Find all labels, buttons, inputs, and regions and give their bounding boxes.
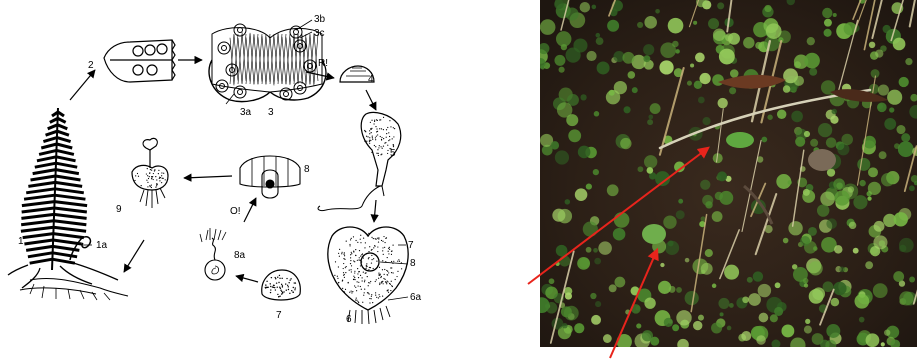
antheridium-drawing xyxy=(262,270,301,300)
label-o: O! xyxy=(230,206,241,217)
label-3b: 3b xyxy=(314,14,326,25)
archegonium-drawing xyxy=(240,156,300,198)
label-3a: 3a xyxy=(240,107,252,118)
label-7-upper: 7 xyxy=(408,240,414,251)
label-3c: 3c xyxy=(314,28,325,39)
label-2: 2 xyxy=(88,60,94,71)
label-7-lower: 7 xyxy=(276,310,282,321)
label-6a: 6a xyxy=(410,292,422,303)
label-9: 9 xyxy=(116,204,122,215)
cycle-arrows xyxy=(70,60,376,282)
label-8-upper: 8 xyxy=(410,258,416,269)
label-6: 6 xyxy=(346,314,352,325)
sperm-cell-drawing xyxy=(200,228,226,280)
label-5: 5 xyxy=(390,148,396,159)
label-8-archegonium: 8 xyxy=(304,164,310,175)
moss-ground-photo xyxy=(540,0,917,347)
label-r: R! xyxy=(318,58,328,69)
fern-life-cycle-diagram: 1 1a 2 3 3a 3b 3c R! 4 5 6 6a 7 8 8 8a O… xyxy=(0,0,530,361)
fertile-pinna-drawing xyxy=(104,40,175,82)
label-1a: 1a xyxy=(96,240,108,251)
label-1: 1 xyxy=(18,236,24,247)
label-4: 4 xyxy=(368,74,374,85)
label-3: 3 xyxy=(268,107,274,118)
gametophyte-drawing xyxy=(328,227,408,324)
label-8a: 8a xyxy=(234,250,246,261)
young-sporophyte-drawing xyxy=(132,138,168,208)
germinating-spore-drawing xyxy=(318,112,401,210)
sorus-section-drawing xyxy=(209,24,326,102)
fern-sporophyte-drawing xyxy=(8,108,128,300)
